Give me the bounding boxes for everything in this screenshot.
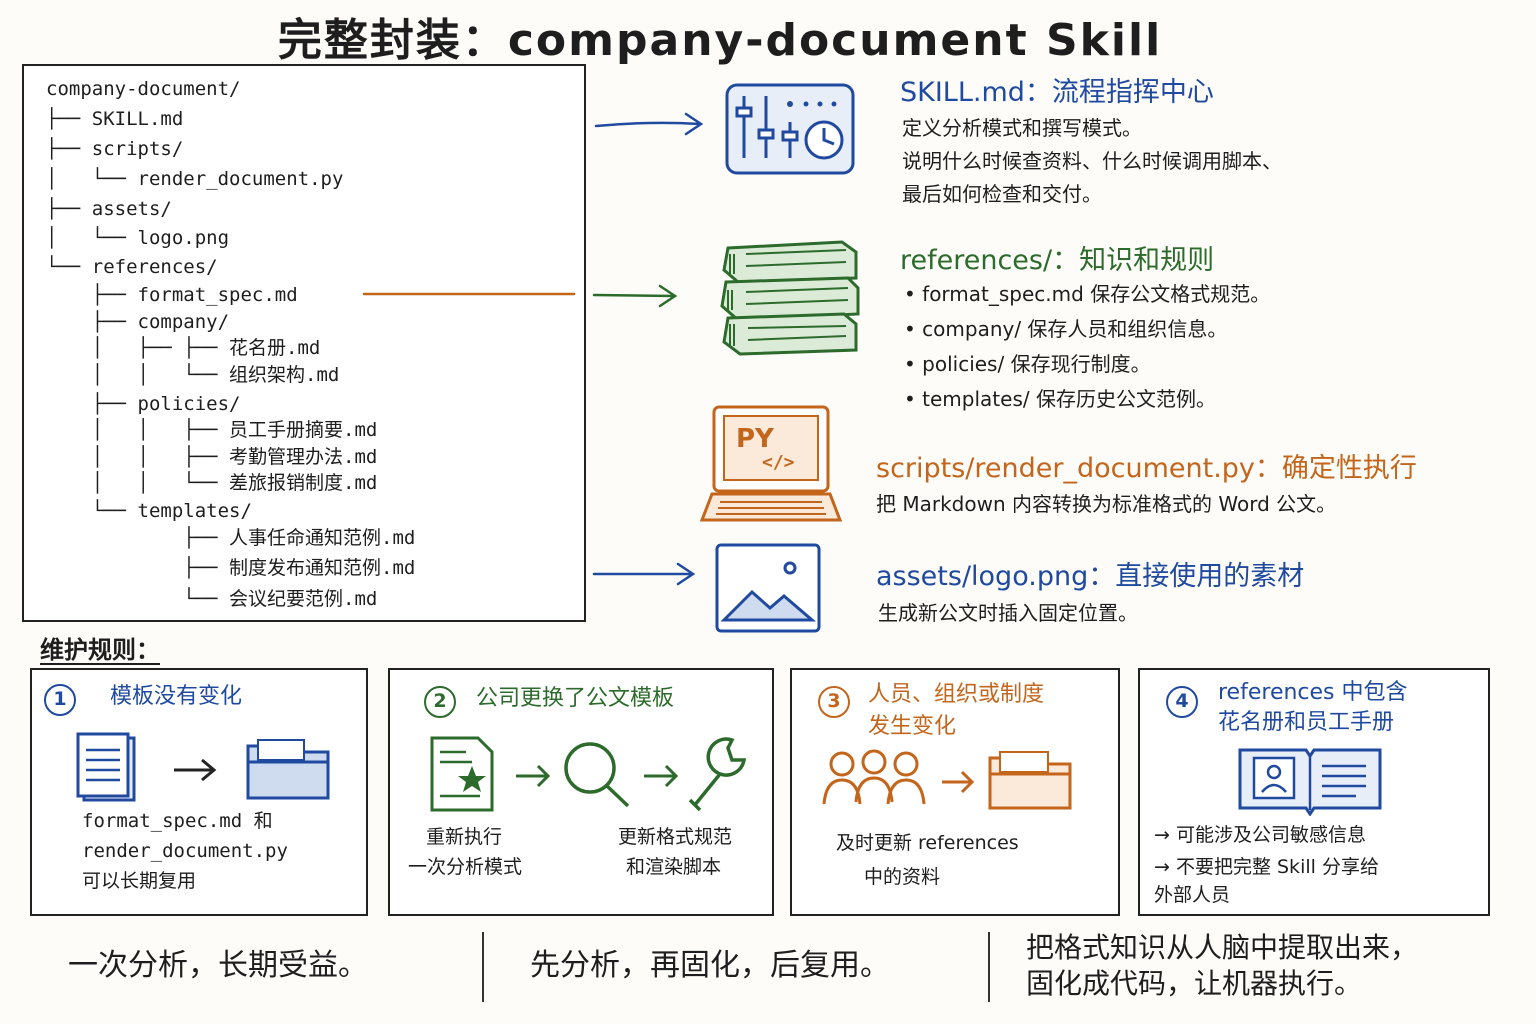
open-book-icon [1238, 748, 1382, 816]
references-bullet: • company/ 保存人员和组织信息。 [904, 317, 1228, 341]
box-text: format_spec.md 和 [82, 810, 273, 832]
document-icon [76, 732, 136, 802]
step-number: 1 [44, 684, 76, 716]
laptop-icon [700, 405, 842, 522]
tree-line: ├── 制度发布通知范例.md [46, 557, 416, 579]
references-bullet: • format_spec.md 保存公文格式规范。 [904, 282, 1271, 306]
wrench-icon [688, 737, 747, 812]
skill-section-line: 定义分析模式和撰写模式。 [902, 116, 1142, 140]
skill-section-line: 最后如何检查和交付。 [902, 182, 1102, 206]
footer-divider [988, 932, 990, 1002]
footer-right-slogan-line: 把格式知识从人脑中提取出来， [1026, 931, 1419, 964]
box-text: 重新执行 [426, 826, 503, 848]
tree-line: │ │ └── 差旅报销制度.md [46, 472, 378, 494]
box-title: 花名册和员工手册 [1218, 710, 1395, 735]
box-text: 和渲染脚本 [626, 856, 722, 878]
box-text: → 可能涉及公司敏感信息 [1154, 824, 1366, 846]
tree-line: ├── scripts/ [46, 138, 184, 160]
tree-line: ├── company/ [46, 311, 230, 333]
box-text: 及时更新 references [836, 832, 1019, 854]
folder-icon [246, 739, 330, 800]
box-title: 公司更换了公文模板 [476, 686, 675, 711]
tree-line: ├── 人事任命通知范例.md [46, 527, 416, 549]
footer-right-slogan-line: 固化成代码，让机器执行。 [1026, 967, 1363, 1000]
maintenance-box-4: 4 references 中包含 花名册和员工手册 → 可能涉及公司敏感信息 →… [1138, 668, 1490, 916]
maintenance-box-3: 3 人员、组织或制度 发生变化 及时更新 references 中的资料 [790, 668, 1120, 916]
tree-line: │ │ └── 组织架构.md [46, 364, 340, 386]
control-panel-icon [725, 83, 855, 175]
tree-line: └── references/ [46, 256, 218, 278]
tree-line: │ │ ├── 考勤管理办法.md [46, 446, 378, 468]
box-title: 发生变化 [868, 714, 957, 739]
step-number: 4 [1166, 686, 1198, 718]
maintenance-box-1: 1 模板没有变化 format_spec.md 和 render_documen… [30, 668, 368, 916]
folder-icon [988, 751, 1072, 810]
tree-line: ├── policies/ [46, 393, 241, 415]
maintenance-label: 维护规则： [40, 636, 160, 664]
box-title: references 中包含 [1218, 680, 1408, 705]
box-text: 更新格式规范 [618, 826, 733, 848]
tree-line: ├── assets/ [46, 198, 172, 220]
tree-line: │ ├── ├── 花名册.md [46, 337, 321, 359]
people-to-folder-icons [822, 749, 1072, 810]
laptop-code-label: </> [762, 452, 795, 473]
tree-line: │ └── render_document.py [46, 168, 344, 190]
box-text: → 不要把完整 Skill 分享给 [1154, 856, 1379, 878]
skill-section-line: 说明什么时候查资料、什么时候调用脚本、 [902, 149, 1282, 173]
step-number: 2 [424, 686, 456, 718]
box-text: 可以长期复用 [82, 870, 197, 892]
image-icon [715, 543, 821, 633]
file-tree: company-document/ ├── SKILL.md ├── scrip… [22, 64, 586, 622]
tree-line: └── templates/ [46, 500, 252, 522]
footer-middle-slogan: 先分析，再固化，后复用。 [530, 948, 890, 983]
assets-section-text: 生成新公文时插入固定位置。 [878, 601, 1138, 625]
scripts-section-title: scripts/render_document.py：确定性执行 [876, 453, 1417, 484]
footer-left-slogan: 一次分析，长期受益。 [68, 948, 368, 983]
laptop-py-label: PY [736, 424, 774, 454]
box-text: render_document.py [82, 840, 288, 862]
people-icon [822, 749, 926, 805]
tree-line: ├── SKILL.md [46, 108, 184, 130]
process-icons [430, 736, 747, 812]
tree-line: │ │ ├── 员工手册摘要.md [46, 419, 378, 441]
footer-divider [482, 932, 484, 1002]
scripts-section-text: 把 Markdown 内容转换为标准格式的 Word 公文。 [876, 492, 1337, 516]
assets-section-title: assets/logo.png：直接使用的素材 [876, 561, 1305, 592]
step-number: 3 [818, 686, 850, 718]
document-icon [430, 736, 494, 812]
tree-line: ├── format_spec.md [46, 284, 298, 306]
maintenance-box-2: 2 公司更换了公文模板 重新执行 一次分析模式 更新格式规范 和渲染脚本 [388, 668, 774, 916]
page-title: 完整封装：company-document Skill [277, 15, 1163, 66]
tree-line: company-document/ [46, 78, 241, 100]
box-text: 中的资料 [864, 866, 941, 888]
references-section-title: references/：知识和规则 [900, 245, 1215, 276]
magnifier-icon [564, 742, 630, 808]
skill-section-title: SKILL.md：流程指挥中心 [900, 77, 1214, 108]
references-bullet: • policies/ 保存现行制度。 [904, 352, 1151, 376]
tree-line: └── 会议纪要范例.md [46, 588, 378, 610]
tree-line: │ └── logo.png [46, 227, 230, 249]
box-text: 外部人员 [1154, 884, 1231, 906]
box-text: 一次分析模式 [408, 856, 523, 878]
box-title: 模板没有变化 [110, 684, 243, 709]
references-bullet: • templates/ 保存历史公文范例。 [904, 387, 1216, 411]
document-to-folder-icons [76, 732, 330, 802]
box-title: 人员、组织或制度 [868, 682, 1045, 707]
books-icon [720, 240, 860, 356]
